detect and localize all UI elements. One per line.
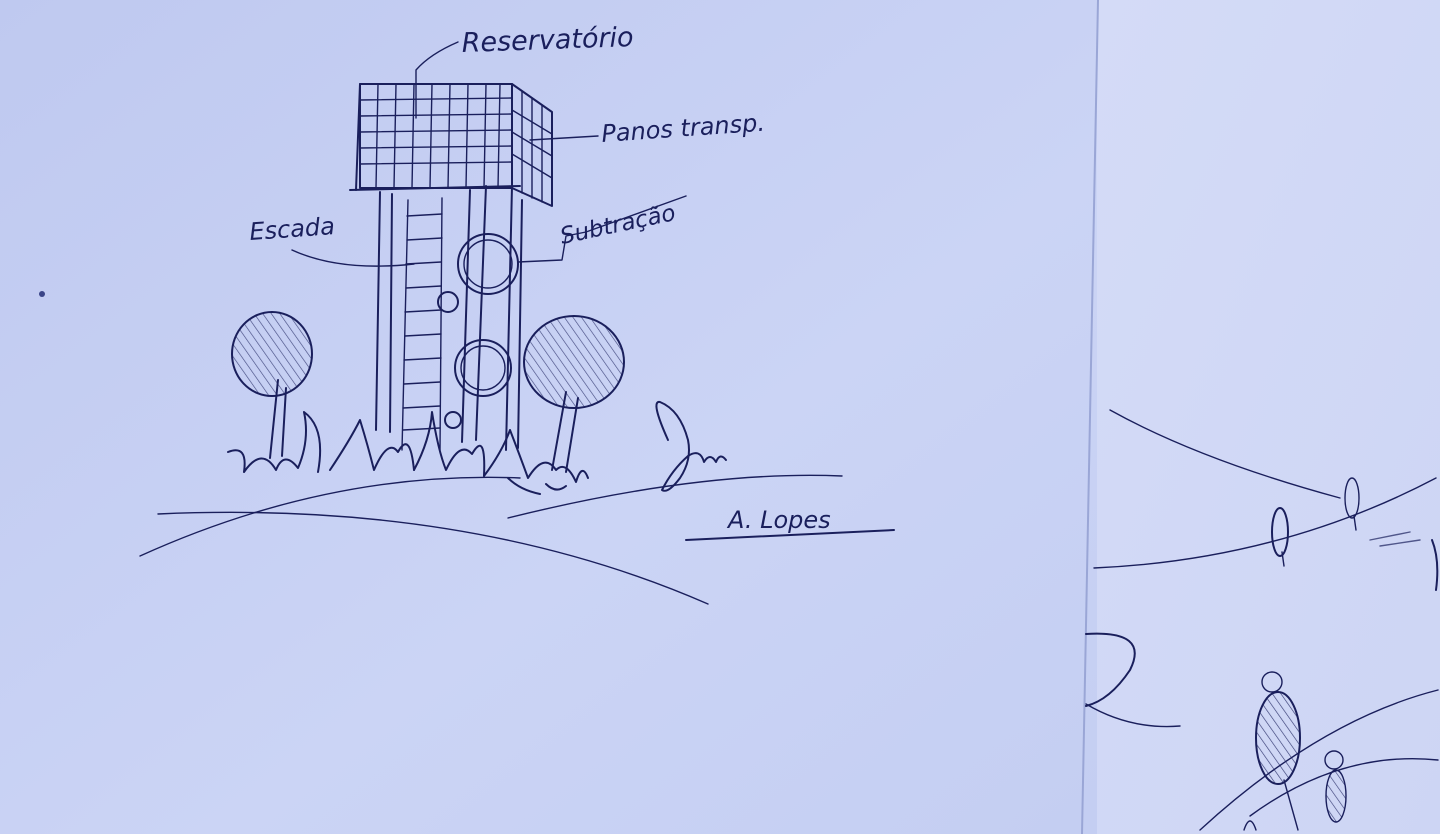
ink-speck [39,291,45,297]
label-author: A. Lopes [726,506,831,534]
label-reservoir: Reservatório [461,22,634,59]
label-stairs: Escada [248,212,335,246]
paper-left [0,0,1097,834]
